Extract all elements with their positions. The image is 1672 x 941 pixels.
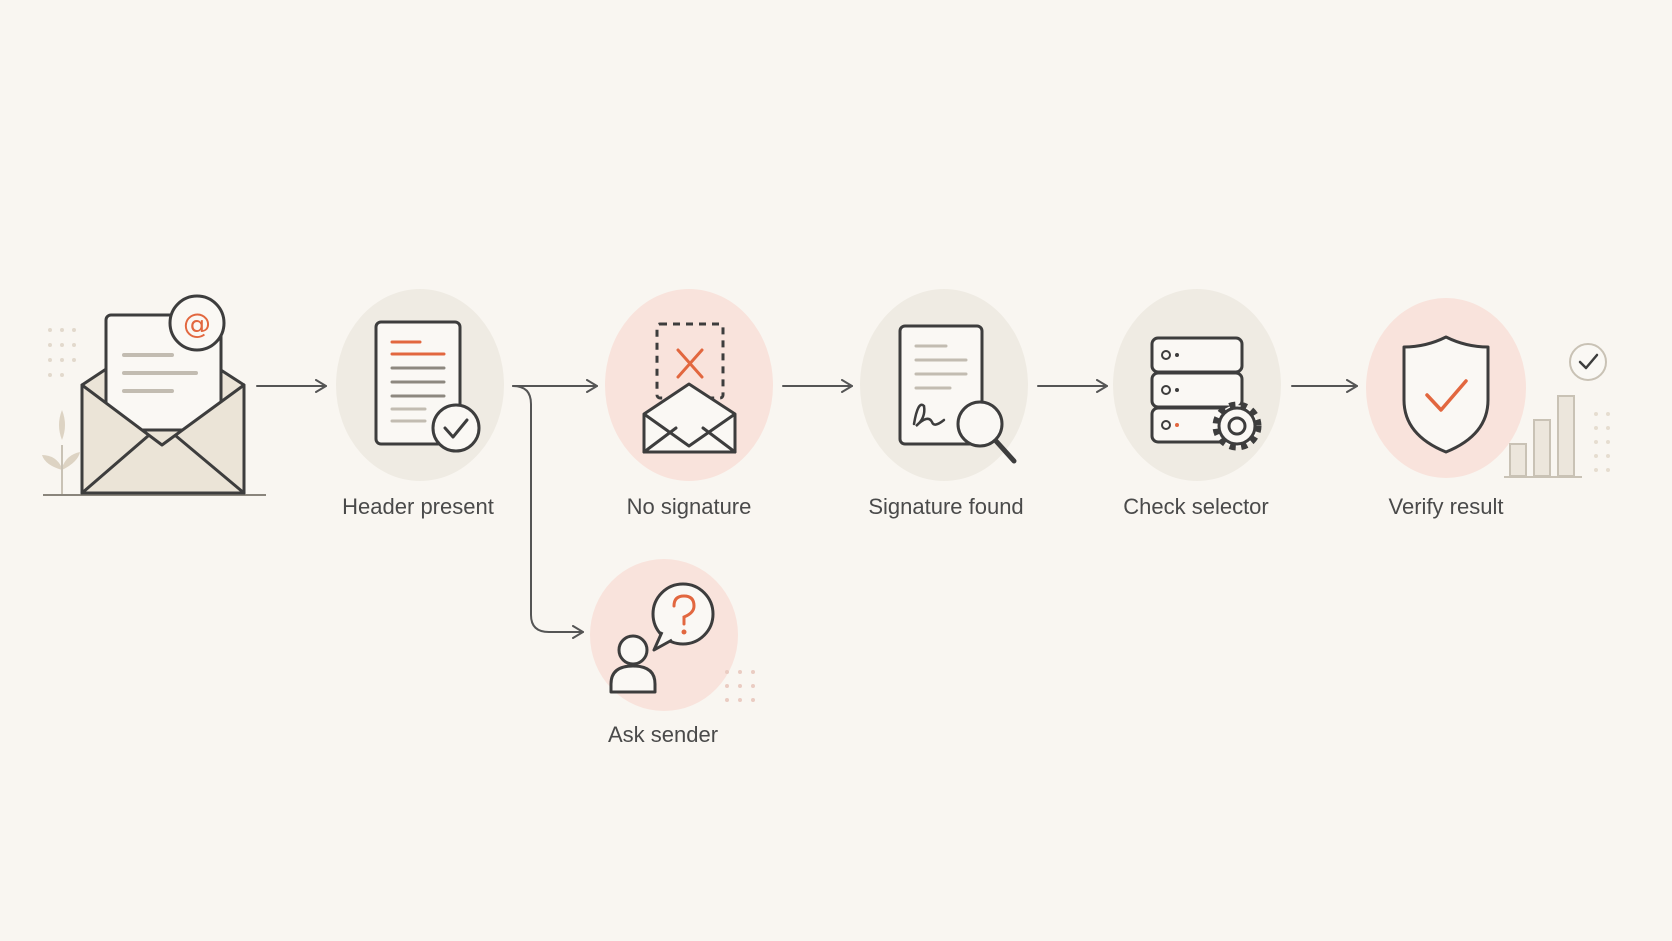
label-signature-found: Signature found (868, 494, 1024, 519)
connectors (256, 379, 1358, 639)
envelope-x-icon (605, 289, 773, 481)
arrow-header-ask (512, 385, 584, 639)
label-check-selector: Check selector (1123, 494, 1269, 519)
decorative-dots-left (48, 328, 76, 377)
label-verify-result: Verify result (1388, 494, 1504, 519)
document-check-icon (336, 289, 504, 481)
bar-chart-decoration (1509, 395, 1575, 477)
email-envelope-icon: @ (42, 294, 266, 496)
shield-check-icon (1366, 298, 1610, 478)
plant-icon (42, 410, 80, 494)
label-header-present: Header present (342, 494, 494, 519)
server-gear-icon (1113, 289, 1281, 481)
label-ask-sender: Ask sender (607, 722, 719, 747)
signature-search-icon (860, 289, 1028, 481)
label-no-signature: No signature (626, 494, 752, 519)
person-question-icon (590, 559, 755, 711)
at-sign-icon: @ (183, 307, 211, 340)
